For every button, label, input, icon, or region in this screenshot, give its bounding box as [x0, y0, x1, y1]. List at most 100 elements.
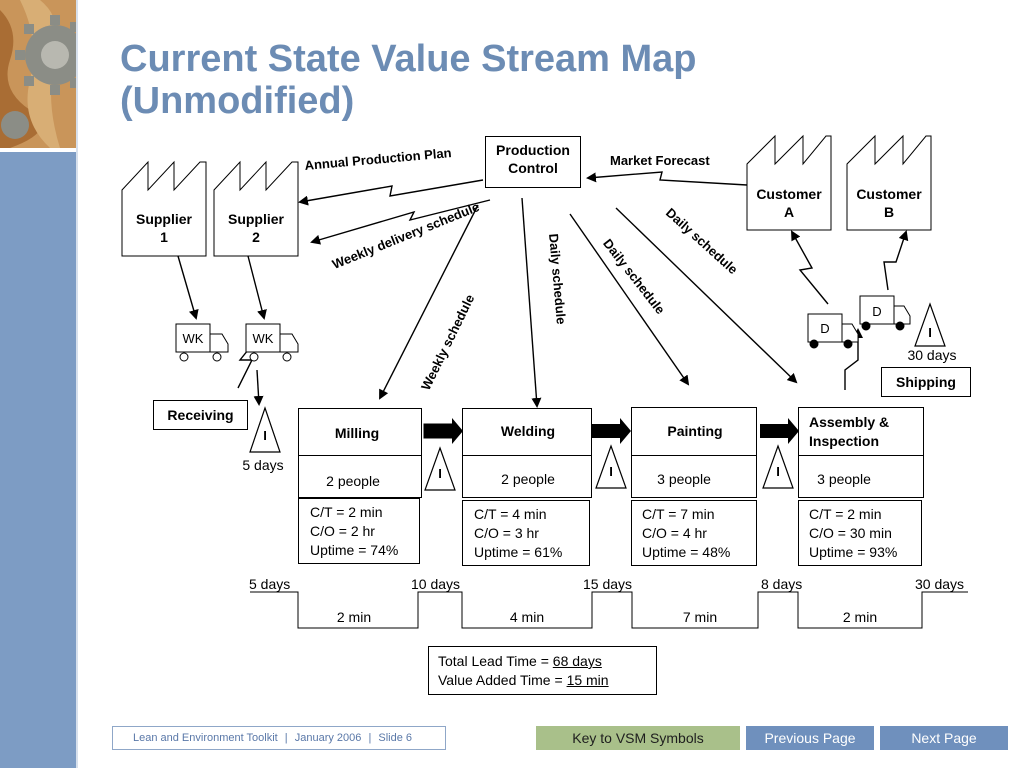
shipping-box: Shipping: [881, 367, 971, 397]
footer-toolkit: Lean and Environment Toolkit: [133, 732, 278, 744]
process-painting: Painting 3 people: [631, 407, 757, 498]
uptime: Uptime = 74%: [310, 542, 399, 558]
truck-wk-2: [245, 323, 299, 362]
receiving-days: 5 days: [242, 457, 284, 473]
push-arrow-1: [423, 418, 463, 444]
inventory-3-i: I: [776, 464, 780, 479]
title-line-2: (Unmodified): [120, 80, 355, 122]
data-box-milling: C/T = 2 min C/O = 2 hr Uptime = 74%: [298, 498, 420, 564]
timeline-min-4: 2 min: [842, 609, 878, 625]
va-time-label: Value Added Time =: [438, 672, 567, 688]
weekly-delivery-arrow: [310, 199, 491, 245]
supplier-1-label: Supplier: [135, 211, 192, 227]
lead-time-summary: Total Lead Time = 68 days Value Added Ti…: [428, 646, 657, 695]
timeline-days-2: 10 days: [411, 576, 461, 592]
daily-schedule-assembly-arrow: [615, 207, 798, 384]
inventory-triangle-2: [595, 444, 627, 489]
process-name-line2: Inspection: [809, 433, 880, 449]
uptime: Uptime = 48%: [642, 544, 731, 560]
weekly-schedule-arrow: [379, 204, 479, 400]
receiving-down-arrow: [253, 369, 264, 406]
factory-shape-customer-a: [746, 134, 832, 231]
process-name-line1: Assembly &: [809, 414, 890, 430]
supplier1-down-arrow: [177, 255, 199, 320]
cycle-time: C/T = 2 min: [809, 506, 882, 522]
customer-b-signal: [883, 230, 909, 291]
footer-date: January 2006: [294, 732, 362, 744]
inventory-2-i: I: [609, 464, 613, 479]
process-name: Milling: [334, 425, 380, 441]
shipping-up-arrow: [844, 328, 863, 390]
timeline-days-3: 15 days: [583, 576, 633, 592]
daily-schedule-painting-arrow: [569, 213, 690, 386]
push-arrow-3: [760, 418, 799, 444]
process-assembly-inspection: Assembly & Inspection 3 people: [798, 407, 924, 498]
lead-time-value: 68 days: [552, 653, 602, 669]
process-milling: Milling 2 people: [298, 408, 422, 498]
truck-d-1: [807, 313, 859, 349]
cycle-time: C/T = 4 min: [474, 506, 547, 522]
receiving-label: Receiving: [167, 407, 234, 423]
truck-d-2-label: D: [872, 304, 882, 319]
factory-shape-supplier-1: [121, 160, 207, 257]
value-added-time: Value Added Time = 15 min: [438, 672, 609, 688]
truck-d-1-label: D: [820, 321, 830, 336]
changeover-time: C/O = 4 hr: [642, 525, 707, 541]
data-box-assembly: C/T = 2 min C/O = 30 min Uptime = 93%: [798, 500, 922, 566]
timeline-days-5: 30 days: [915, 576, 965, 592]
timeline-min-1: 2 min: [336, 609, 372, 625]
inventory-receiving-i: I: [263, 428, 267, 443]
supplier-2-number: 2: [252, 229, 260, 245]
daily-schedule-welding-arrow: [521, 197, 542, 408]
sidebar-divider: [76, 0, 78, 768]
shipping-label: Shipping: [896, 374, 956, 390]
production-control-line2: Control: [508, 160, 558, 176]
uptime: Uptime = 93%: [809, 544, 898, 560]
supplier-2-label: Supplier: [227, 211, 284, 227]
page-title: Current State Value Stream Map (Unmodifi…: [120, 38, 820, 122]
left-sidebar-decoration: [0, 152, 76, 768]
customer-b-label: Customer: [856, 186, 922, 202]
timeline-min-3: 7 min: [682, 609, 718, 625]
supplier-1-number: 1: [160, 229, 168, 245]
timeline-min-2: 4 min: [509, 609, 545, 625]
gear-logo-image: [0, 0, 76, 148]
cycle-time: C/T = 2 min: [310, 504, 383, 520]
annual-plan-arrow: [298, 179, 484, 206]
push-arrow-2: [592, 418, 631, 444]
key-to-vsm-symbols-button[interactable]: Key to VSM Symbols: [536, 726, 740, 750]
truck-wk-1-label: WK: [182, 331, 204, 346]
market-forecast-label: Market Forecast: [610, 153, 710, 168]
factory-shape-supplier-2: [213, 160, 299, 257]
footer-separator: |: [368, 732, 372, 744]
process-people: 2 people: [501, 471, 555, 487]
previous-page-button[interactable]: Previous Page: [746, 726, 874, 750]
next-page-button[interactable]: Next Page: [880, 726, 1008, 750]
customer-a-label: Customer: [756, 186, 822, 202]
process-name: Painting: [667, 423, 723, 439]
lead-time-label: Total Lead Time =: [438, 653, 553, 669]
changeover-time: C/O = 30 min: [809, 525, 892, 541]
supplier2-down-arrow: [247, 255, 267, 320]
receiving-box: Receiving: [153, 400, 248, 430]
uptime: Uptime = 61%: [474, 544, 563, 560]
process-people: 3 people: [657, 471, 711, 487]
changeover-time: C/O = 2 hr: [310, 523, 375, 539]
inventory-triangle-receiving: [249, 406, 281, 453]
inventory-shipping-i: I: [928, 325, 932, 340]
inventory-1-i: I: [438, 466, 442, 481]
process-name: Welding: [500, 423, 556, 439]
factory-shape-customer-b: [846, 134, 932, 231]
data-box-painting: C/T = 7 min C/O = 4 hr Uptime = 48%: [631, 500, 757, 566]
production-control-box: Production Control: [485, 136, 581, 188]
customer-a-signal: [791, 230, 829, 305]
process-people: 3 people: [817, 471, 871, 487]
truck-wk-1: [175, 323, 229, 362]
truck-d-2: [859, 295, 911, 331]
truck-wk-2-label: WK: [252, 331, 274, 346]
changeover-time: C/O = 3 hr: [474, 525, 539, 541]
timeline-ladder: [250, 591, 968, 629]
footer-info: Lean and Environment Toolkit | January 2…: [112, 726, 446, 750]
market-forecast-arrow: [586, 171, 748, 186]
